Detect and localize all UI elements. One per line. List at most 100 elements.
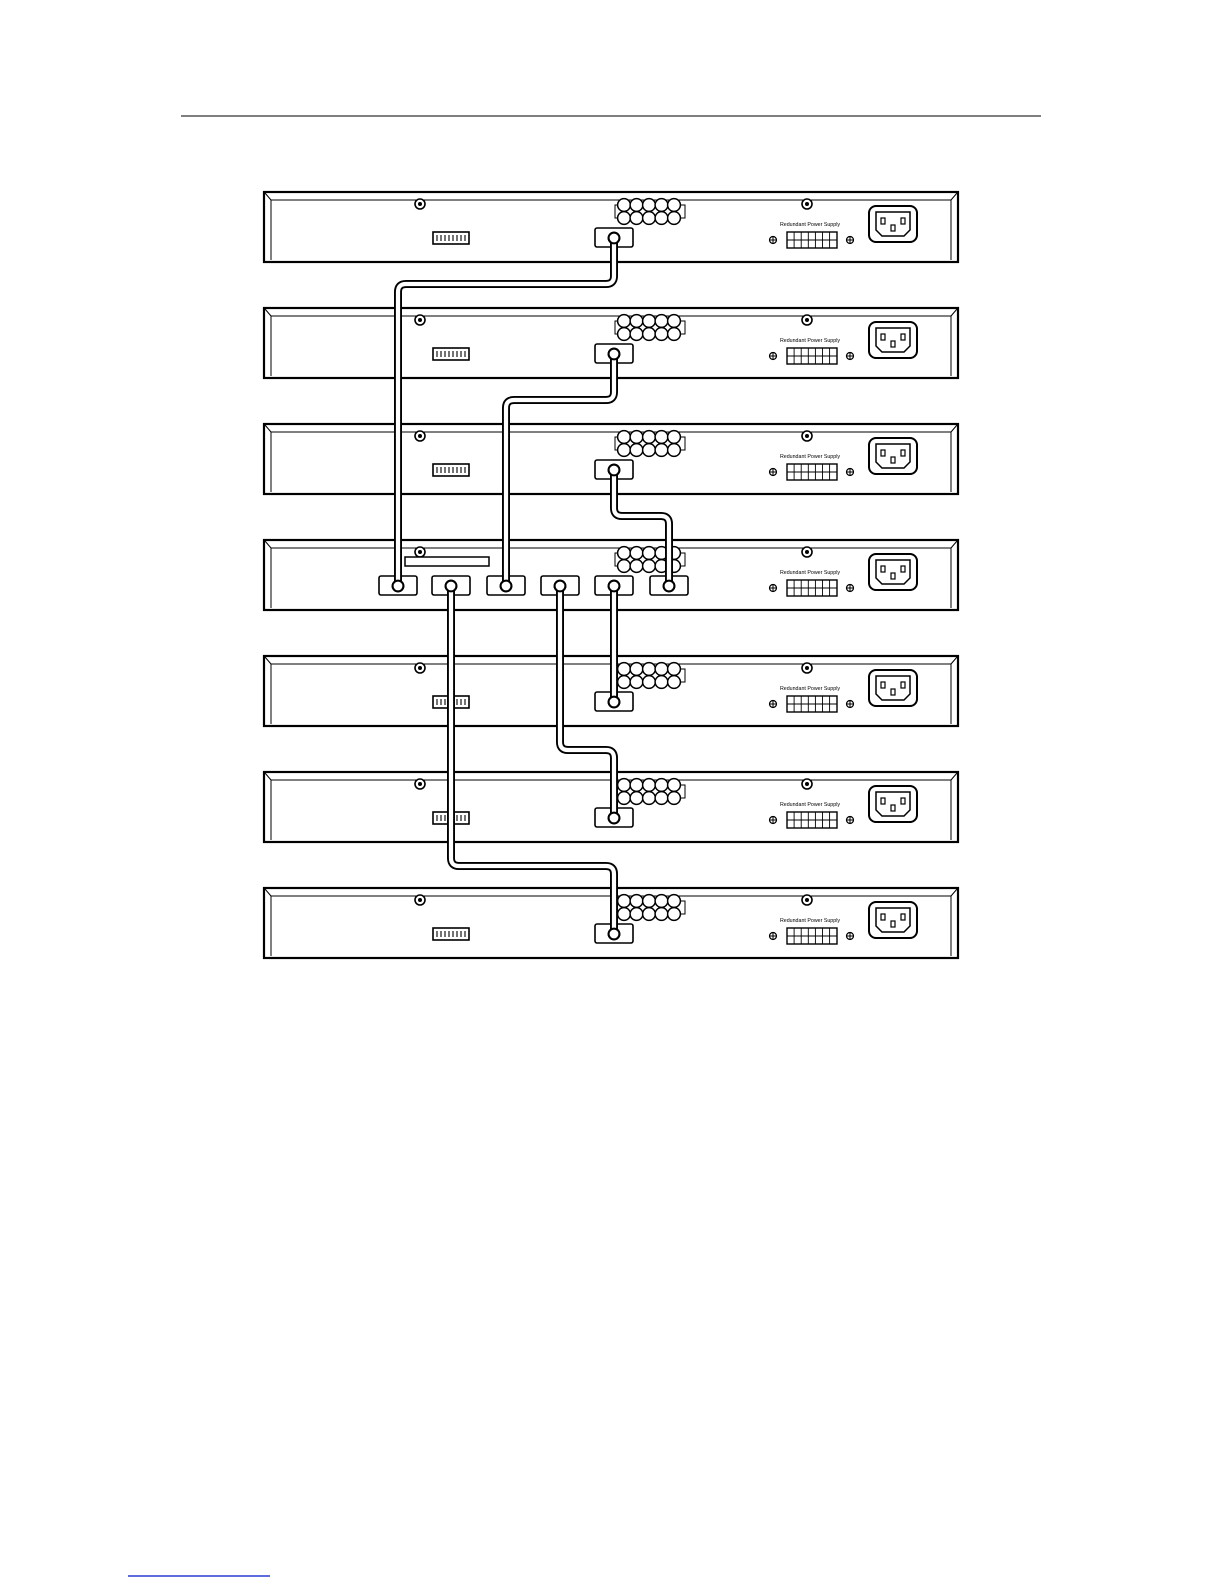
ac-power-inlet: [869, 554, 917, 590]
status-led: [630, 444, 643, 457]
status-led: [630, 315, 643, 328]
inlet-pin: [891, 225, 895, 231]
inlet-pin: [881, 914, 885, 920]
status-led: [630, 328, 643, 341]
status-led: [618, 212, 631, 225]
status-led: [643, 792, 656, 805]
status-led: [618, 895, 631, 908]
stacking-cable-4-5: [609, 581, 620, 708]
inlet-pin: [881, 682, 885, 688]
status-led: [668, 199, 681, 212]
status-led: [630, 212, 643, 225]
ac-power-inlet: [869, 438, 917, 474]
console-port: [433, 348, 469, 360]
status-led: [668, 908, 681, 921]
cable-outline: [451, 586, 614, 934]
led-cluster: [615, 547, 685, 573]
status-led: [630, 547, 643, 560]
cable-plug: [393, 581, 404, 592]
cable-plug: [555, 581, 566, 592]
ac-power-inlet: [869, 902, 917, 938]
status-led: [655, 663, 668, 676]
status-led: [630, 560, 643, 573]
inlet-pin: [901, 566, 905, 572]
expansion-slot: [405, 557, 489, 566]
mounting-screw-core: [805, 666, 809, 670]
status-led: [643, 547, 656, 560]
status-led: [643, 908, 656, 921]
led-cluster: [615, 315, 685, 341]
led-cluster: [615, 895, 685, 921]
inlet-pin: [881, 566, 885, 572]
status-led: [630, 663, 643, 676]
status-led: [630, 792, 643, 805]
mounting-screw-core: [805, 782, 809, 786]
status-led: [668, 792, 681, 805]
cable-plug: [501, 581, 512, 592]
status-led: [668, 431, 681, 444]
inlet-pin: [881, 450, 885, 456]
inlet-pin: [901, 218, 905, 224]
mounting-screw-core: [418, 202, 422, 206]
status-led: [668, 779, 681, 792]
status-led: [655, 328, 668, 341]
mounting-screw-core: [418, 782, 422, 786]
status-led: [618, 908, 631, 921]
status-led: [655, 315, 668, 328]
status-led: [618, 199, 631, 212]
status-led: [643, 779, 656, 792]
inlet-pin: [891, 921, 895, 927]
rps-label: Redundant Power Supply: [780, 918, 840, 924]
mounting-screw-core: [805, 318, 809, 322]
cable-core: [451, 586, 614, 934]
status-led: [643, 431, 656, 444]
cable-plug: [609, 581, 620, 592]
status-led: [643, 560, 656, 573]
status-led: [643, 676, 656, 689]
status-led: [655, 431, 668, 444]
rps-label: Redundant Power Supply: [780, 454, 840, 460]
rps-label: Redundant Power Supply: [780, 338, 840, 344]
status-led: [630, 895, 643, 908]
inlet-pin: [891, 689, 895, 695]
mounting-screw-core: [805, 898, 809, 902]
mounting-screw-core: [418, 550, 422, 554]
ac-power-inlet: [869, 670, 917, 706]
inlet-pin: [881, 334, 885, 340]
mounting-screw-core: [418, 898, 422, 902]
ac-power-inlet: [869, 786, 917, 822]
status-led: [668, 444, 681, 457]
status-led: [618, 547, 631, 560]
console-port: [433, 464, 469, 476]
status-led: [655, 444, 668, 457]
status-led: [643, 895, 656, 908]
status-led: [618, 444, 631, 457]
status-led: [643, 212, 656, 225]
status-led: [618, 663, 631, 676]
status-led: [668, 676, 681, 689]
rps-label: Redundant Power Supply: [780, 222, 840, 228]
led-cluster: [615, 199, 685, 225]
mounting-screw-core: [418, 318, 422, 322]
cable-plug: [609, 349, 620, 360]
status-led: [630, 431, 643, 444]
status-led: [643, 444, 656, 457]
cable-plug: [609, 697, 620, 708]
inlet-pin: [901, 334, 905, 340]
status-led: [668, 895, 681, 908]
stacking-cable-4-7: [446, 581, 620, 940]
console-port: [433, 928, 469, 940]
mounting-screw-core: [418, 666, 422, 670]
status-led: [618, 779, 631, 792]
mounting-screw-core: [418, 434, 422, 438]
inlet-pin: [891, 457, 895, 463]
cable-plug: [609, 929, 620, 940]
rps-label: Redundant Power Supply: [780, 686, 840, 692]
cable-plug: [446, 581, 457, 592]
mounting-screw-core: [805, 550, 809, 554]
inlet-pin: [901, 450, 905, 456]
status-led: [655, 779, 668, 792]
mounting-screw-core: [805, 434, 809, 438]
console-port: [433, 232, 469, 244]
